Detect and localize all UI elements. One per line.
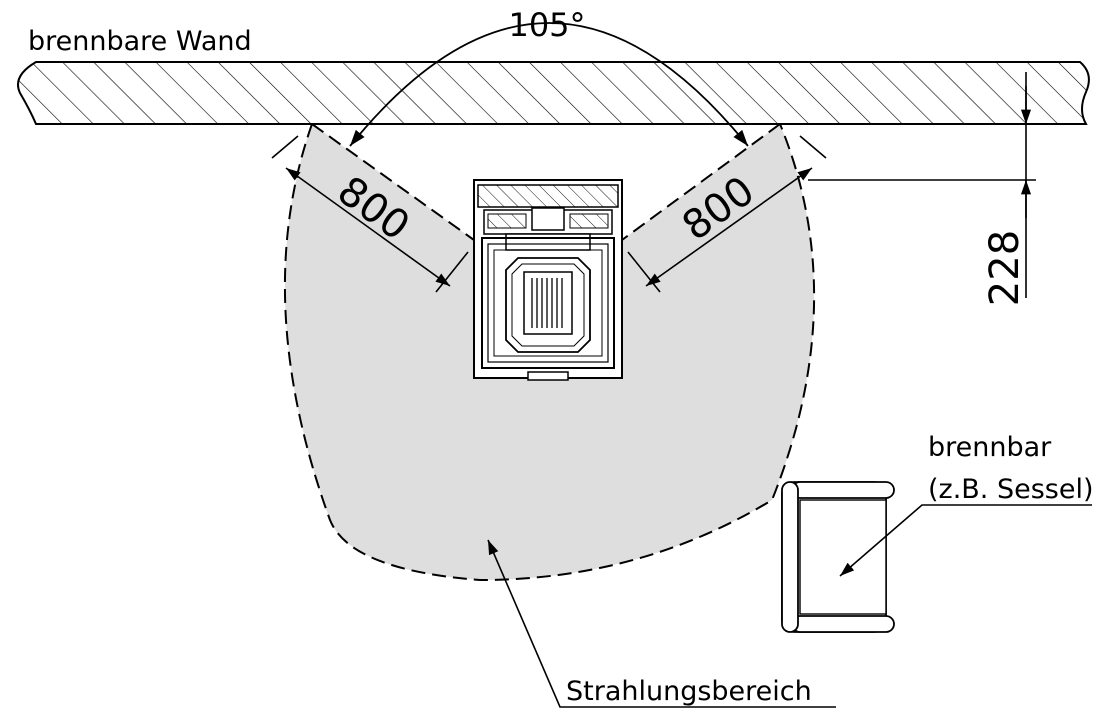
firebox-grate: [523, 271, 573, 335]
dimension-right: [627, 135, 827, 293]
leader-combustible: [839, 504, 1092, 577]
stove-top-plate: [477, 184, 619, 208]
armchair: [781, 481, 895, 633]
armchair-backrest: [781, 481, 799, 633]
combustible-example-label: (z.B. Sessel): [928, 474, 1094, 505]
leader-radiation-zone: [487, 539, 836, 708]
stove: [473, 179, 623, 381]
combustible-label: brennbar: [928, 432, 1052, 463]
armchair-armrest-top: [791, 481, 895, 499]
radiation-edge-right: [621, 123, 781, 241]
angle-arc: [349, 22, 749, 147]
combustible-wall: [17, 61, 1090, 125]
armchair-armrest-bottom: [791, 615, 895, 633]
dimension-left: [271, 135, 469, 293]
grate-bars: [531, 278, 563, 328]
wall-distance-label: 228: [982, 230, 1028, 306]
dimension-wall-distance: [808, 72, 1036, 298]
wall-label: brennbare Wand: [28, 26, 252, 57]
radiation-edge-left: [311, 123, 475, 241]
radiation-zone-label: Strahlungsbereich: [566, 676, 812, 707]
radiation-zone-boundary: [283, 123, 816, 582]
angle-label: 105°: [508, 6, 585, 44]
stove-foot: [527, 371, 569, 381]
armchair-seat: [799, 499, 887, 615]
